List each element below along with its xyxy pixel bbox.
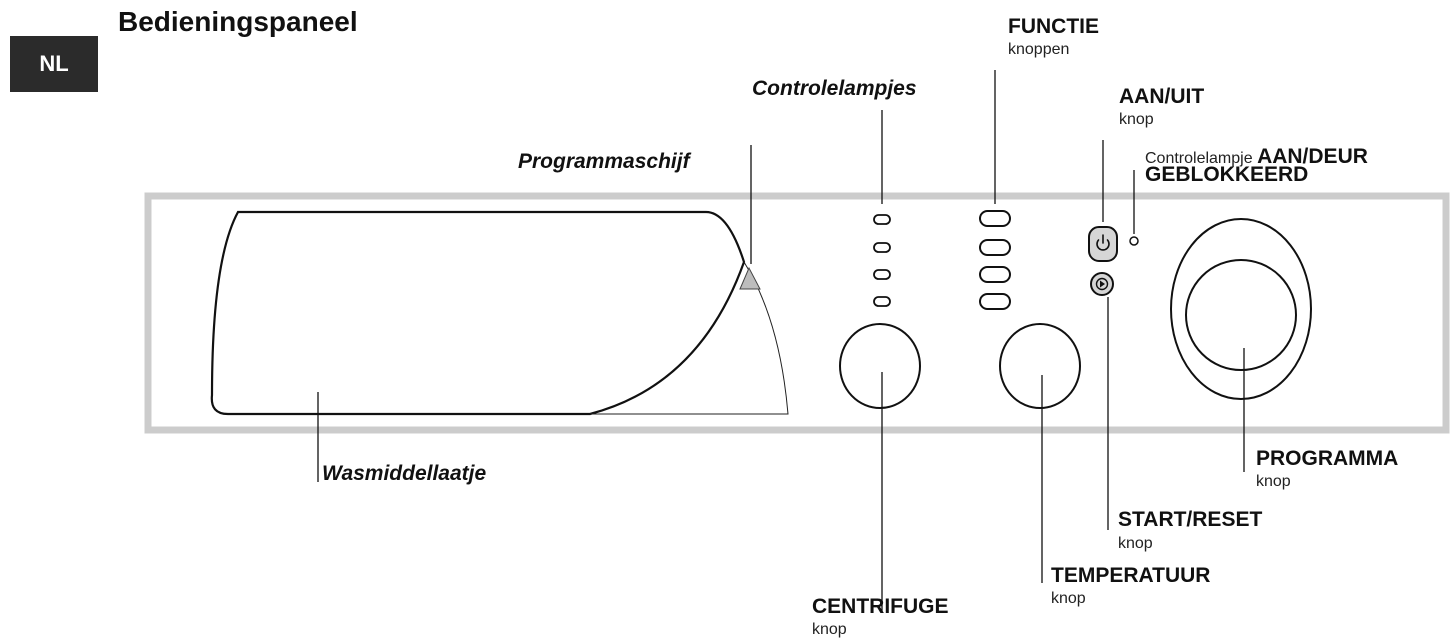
start-reset-sublabel: knop [1118, 535, 1153, 552]
language-badge: NL [10, 36, 98, 92]
detergent-drawer-label: Wasmiddellaatje [322, 462, 487, 485]
program-knob-sublabel: knop [1256, 473, 1291, 490]
start-reset-icon [1095, 277, 1109, 291]
function-buttons-label: FUNCTIE [1008, 15, 1099, 38]
door-lamp-label: Controlelampje AAN/DEUR [1145, 146, 1368, 168]
language-badge-text: NL [39, 51, 69, 76]
spin-knob-label: CENTRIFUGE [812, 595, 949, 618]
power-icon [1096, 234, 1110, 251]
indicator-light [873, 269, 891, 280]
temperature-knob-sublabel: knop [1051, 590, 1086, 607]
start-reset-label: START/RESET [1118, 508, 1263, 531]
program-knob-label: PROGRAMMA [1256, 447, 1399, 470]
program-dial-marker [739, 266, 761, 290]
power-button-sublabel: knop [1119, 111, 1154, 128]
control-panel-frame [144, 192, 1450, 434]
function-button[interactable] [979, 210, 1011, 227]
indicator-light [873, 242, 891, 253]
power-button[interactable] [1088, 226, 1118, 262]
door-lamp-geblokkeerd: GEBLOKKEERD [1145, 163, 1309, 186]
spin-knob-sublabel: knop [812, 621, 847, 638]
door-lamp-aan-deur: AAN/DEUR [1257, 145, 1368, 168]
function-button[interactable] [979, 266, 1011, 283]
function-button[interactable] [979, 293, 1011, 310]
temperature-knob-label: TEMPERATUUR [1051, 564, 1211, 587]
function-button[interactable] [979, 239, 1011, 256]
function-buttons-sublabel: knoppen [1008, 41, 1070, 58]
power-door-lock-lamp [1129, 236, 1139, 246]
spin-knob[interactable] [839, 323, 921, 409]
indicator-lights-label: Controlelampjes [752, 77, 917, 100]
temperature-knob[interactable] [999, 323, 1081, 409]
indicator-light [873, 214, 891, 225]
detergent-drawer [210, 210, 746, 416]
indicator-light [873, 296, 891, 307]
page-title: Bedieningspaneel [118, 6, 358, 37]
door-lamp-prefix: Controlelampje [1145, 150, 1253, 167]
program-dial-label: Programmaschijf [518, 150, 690, 173]
program-knob-inner[interactable] [1185, 259, 1297, 371]
power-button-label: AAN/UIT [1119, 85, 1205, 108]
